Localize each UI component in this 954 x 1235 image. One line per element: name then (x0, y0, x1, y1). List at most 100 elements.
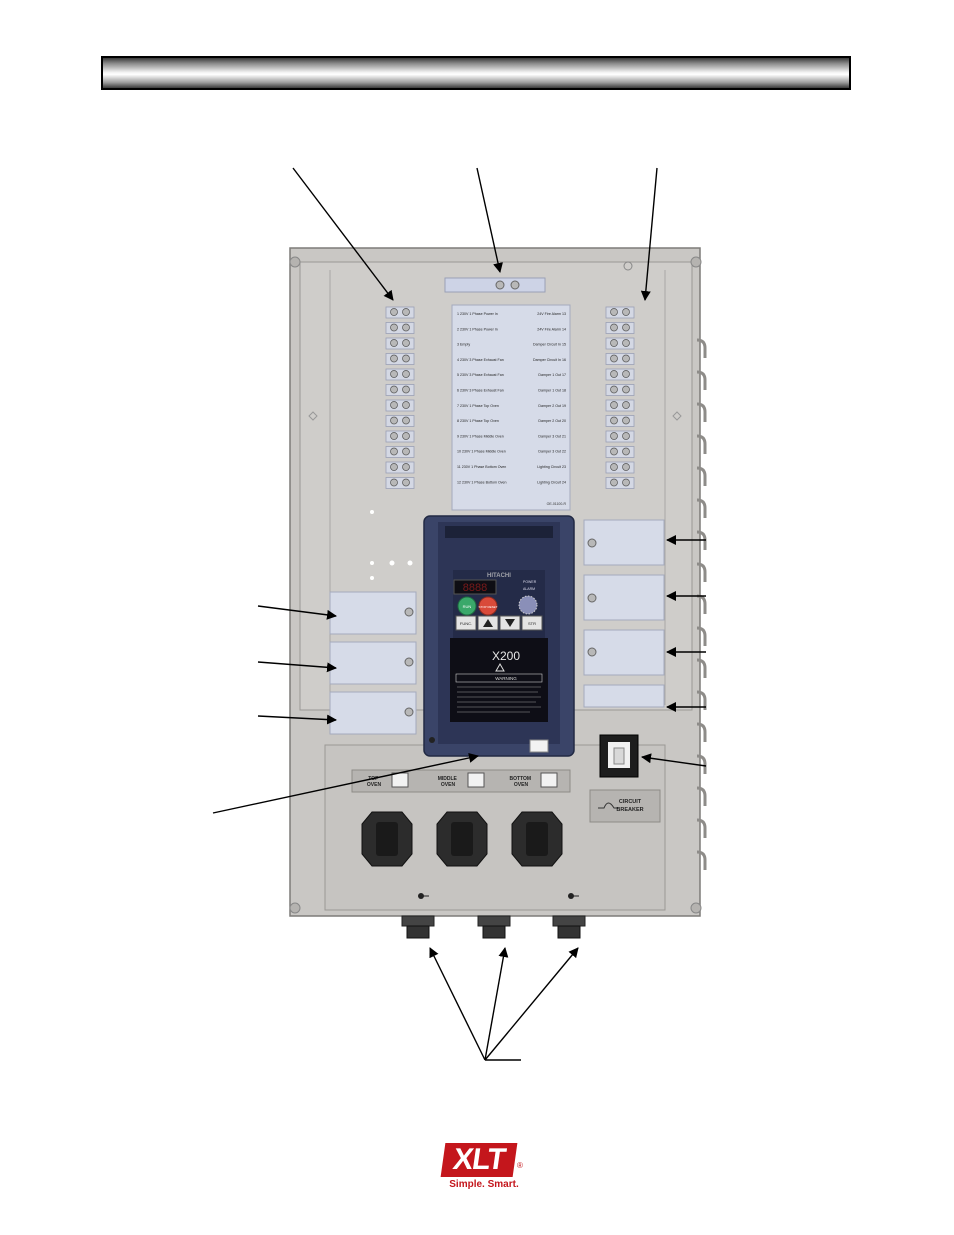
left-terminal-9 (385, 430, 415, 443)
callout-arrow-relay-left-3 (257, 714, 337, 725)
str-key-label: STR (528, 621, 536, 626)
terminal-label-right-2: 24V Fire Alarm 14 (537, 327, 566, 331)
oven-outlet-bottom (511, 811, 563, 867)
relay-label-left-3 (329, 691, 417, 735)
bottom-oven-switch[interactable] (540, 772, 558, 788)
left-terminal-6 (385, 384, 415, 396)
middle-oven-label-line1: MIDDLE (438, 776, 458, 782)
run-button-label: RUN (463, 604, 472, 609)
terminal-label-left-5: 5 230V 3 Phase Exhaust Fan (457, 373, 504, 377)
xlt-logo: XLT ® Simple. Smart. (440, 1143, 533, 1193)
middle-oven-label-line2: OVEN (441, 782, 456, 788)
breaker-label-line1: CIRCUIT (619, 799, 642, 805)
terminal-strip-left (385, 306, 415, 489)
warning-triangle-icon (495, 662, 505, 672)
vfd-model: X200 (492, 649, 520, 663)
top-oven-label-line2: OVEN (367, 782, 382, 788)
right-terminal-7 (605, 399, 635, 412)
right-terminal-3 (605, 337, 635, 350)
terminal-label-left-11: 11 230V 1 Phase Bottom Oven (457, 465, 506, 469)
left-terminal-7 (385, 399, 415, 412)
breaker-label-line2: BREAKER (616, 807, 643, 813)
terminal-label-right-5: Damper 1 Out 17 (538, 373, 566, 377)
left-terminal-4 (385, 353, 415, 365)
terminal-label-right-11: Lighting Circuit 23 (537, 465, 566, 469)
terminal-strip-right (605, 306, 635, 489)
relay-label-left-1 (329, 591, 417, 635)
terminal-label-plate (451, 304, 571, 511)
str-key[interactable] (521, 615, 543, 631)
callout-arrow-conduit-1 (429, 947, 486, 1061)
right-terminal-11 (605, 461, 635, 474)
right-terminal-8 (605, 415, 635, 427)
callout-arrow-vfd (212, 753, 479, 814)
terminal-label-left-12: 12 230V 1 Phase Bottom Oven (457, 480, 507, 484)
stop-reset-button[interactable] (478, 596, 498, 616)
relay-label-right-1 (583, 519, 665, 566)
left-terminal-5 (385, 368, 415, 381)
vfd-warning: WARNING (495, 676, 517, 681)
terminal-label-right-9: Damper 3 Out 21 (538, 434, 566, 438)
terminal-label-left-3: 3 Empty (457, 343, 470, 347)
right-terminal-5 (605, 368, 635, 381)
label-plate-part-number: OE-01100-R (547, 502, 567, 506)
oven-selector-strip: TOP OVEN MIDDLE OVEN BOTTOM OVEN (351, 769, 571, 793)
callout-arrow-relay-left-1 (257, 605, 337, 620)
func-key-label: FUNC. (460, 621, 472, 626)
vfd-alarm-indicator: ALARM (523, 587, 535, 591)
terminal-label-right-10: Damper 3 Out 22 (538, 450, 566, 454)
breaker-symbol-icon (598, 802, 618, 809)
terminal-label-left-10: 10 230V 1 Phase Middle Oven (457, 450, 506, 454)
terminal-label-right-1: 24V Fire Alarm 13 (537, 312, 566, 316)
relay-label-left-2 (329, 641, 417, 685)
terminal-label-left-2: 2 230V 1 Phase Power In (457, 327, 498, 331)
logo-tagline: Simple. Smart. (449, 1179, 519, 1190)
vfd-brand: HITACHI (487, 573, 511, 579)
terminal-label-left-4: 4 230V 3 Phase Exhaust Fan (457, 358, 504, 362)
callout-arrow-conduit-2 (484, 947, 509, 1061)
right-terminal-12 (605, 477, 635, 489)
terminal-label-right-8: Damper 2 Out 20 (538, 419, 566, 423)
relay-label-right-3 (583, 629, 665, 676)
relay-label-right-2 (583, 574, 665, 621)
callout-arrow-relay-left-2 (257, 661, 337, 673)
ground-bar (444, 277, 546, 293)
middle-oven-switch[interactable] (467, 772, 485, 788)
callout-arrow-right-terminals (640, 167, 658, 301)
run-button[interactable] (457, 596, 477, 616)
callout-arrow-ground-bar (476, 167, 503, 273)
logo-registered: ® (517, 1161, 523, 1170)
down-arrow-icon (505, 619, 515, 627)
oven-outlet-middle (436, 811, 488, 867)
terminal-label-right-7: Damper 2 Out 19 (538, 404, 566, 408)
section-header-bar (101, 56, 851, 90)
breaker-label: CIRCUIT BREAKER (589, 789, 661, 823)
speed-dial-knob[interactable] (518, 595, 538, 615)
top-oven-switch[interactable] (391, 772, 409, 788)
terminal-label-left-1: 1 230V 1 Phase Power In (457, 312, 498, 316)
callout-arrow-breaker (641, 753, 707, 767)
conduit-connector-1 (401, 915, 435, 939)
vfd-display: 8888 (463, 582, 487, 594)
left-terminal-3 (385, 337, 415, 350)
breaker-switch[interactable] (599, 734, 639, 778)
terminal-label-left-9: 9 230V 1 Phase Middle Oven (457, 434, 504, 438)
right-terminal-9 (605, 430, 635, 443)
bottom-oven-label-line1: BOTTOM (510, 776, 532, 782)
callout-arrow-conduit-3 (484, 947, 579, 1061)
callout-arrow-left-terminals (292, 167, 394, 301)
conduit-connector-2 (477, 915, 511, 939)
vfd-drive: HITACHI 8888 POWER ALARM RUN STOP RESET … (423, 515, 575, 757)
middle-oven-label: MIDDLE OVEN (438, 776, 459, 788)
terminal-label-right-3: Damper Circuit In 15 (533, 343, 566, 347)
terminal-label-right-12: Lighting Circuit 24 (537, 480, 566, 484)
conduit-connector-3 (552, 915, 586, 939)
terminal-label-left-7: 7 230V 1 Phase Top Oven (457, 404, 499, 408)
left-terminal-11 (385, 461, 415, 474)
left-terminal-12 (385, 477, 415, 489)
func-key[interactable] (455, 615, 477, 631)
terminal-label-right-6: Damper 1 Out 18 (538, 389, 566, 393)
stop-button-label: STOP RESET (479, 605, 498, 609)
left-terminal-8 (385, 415, 415, 427)
